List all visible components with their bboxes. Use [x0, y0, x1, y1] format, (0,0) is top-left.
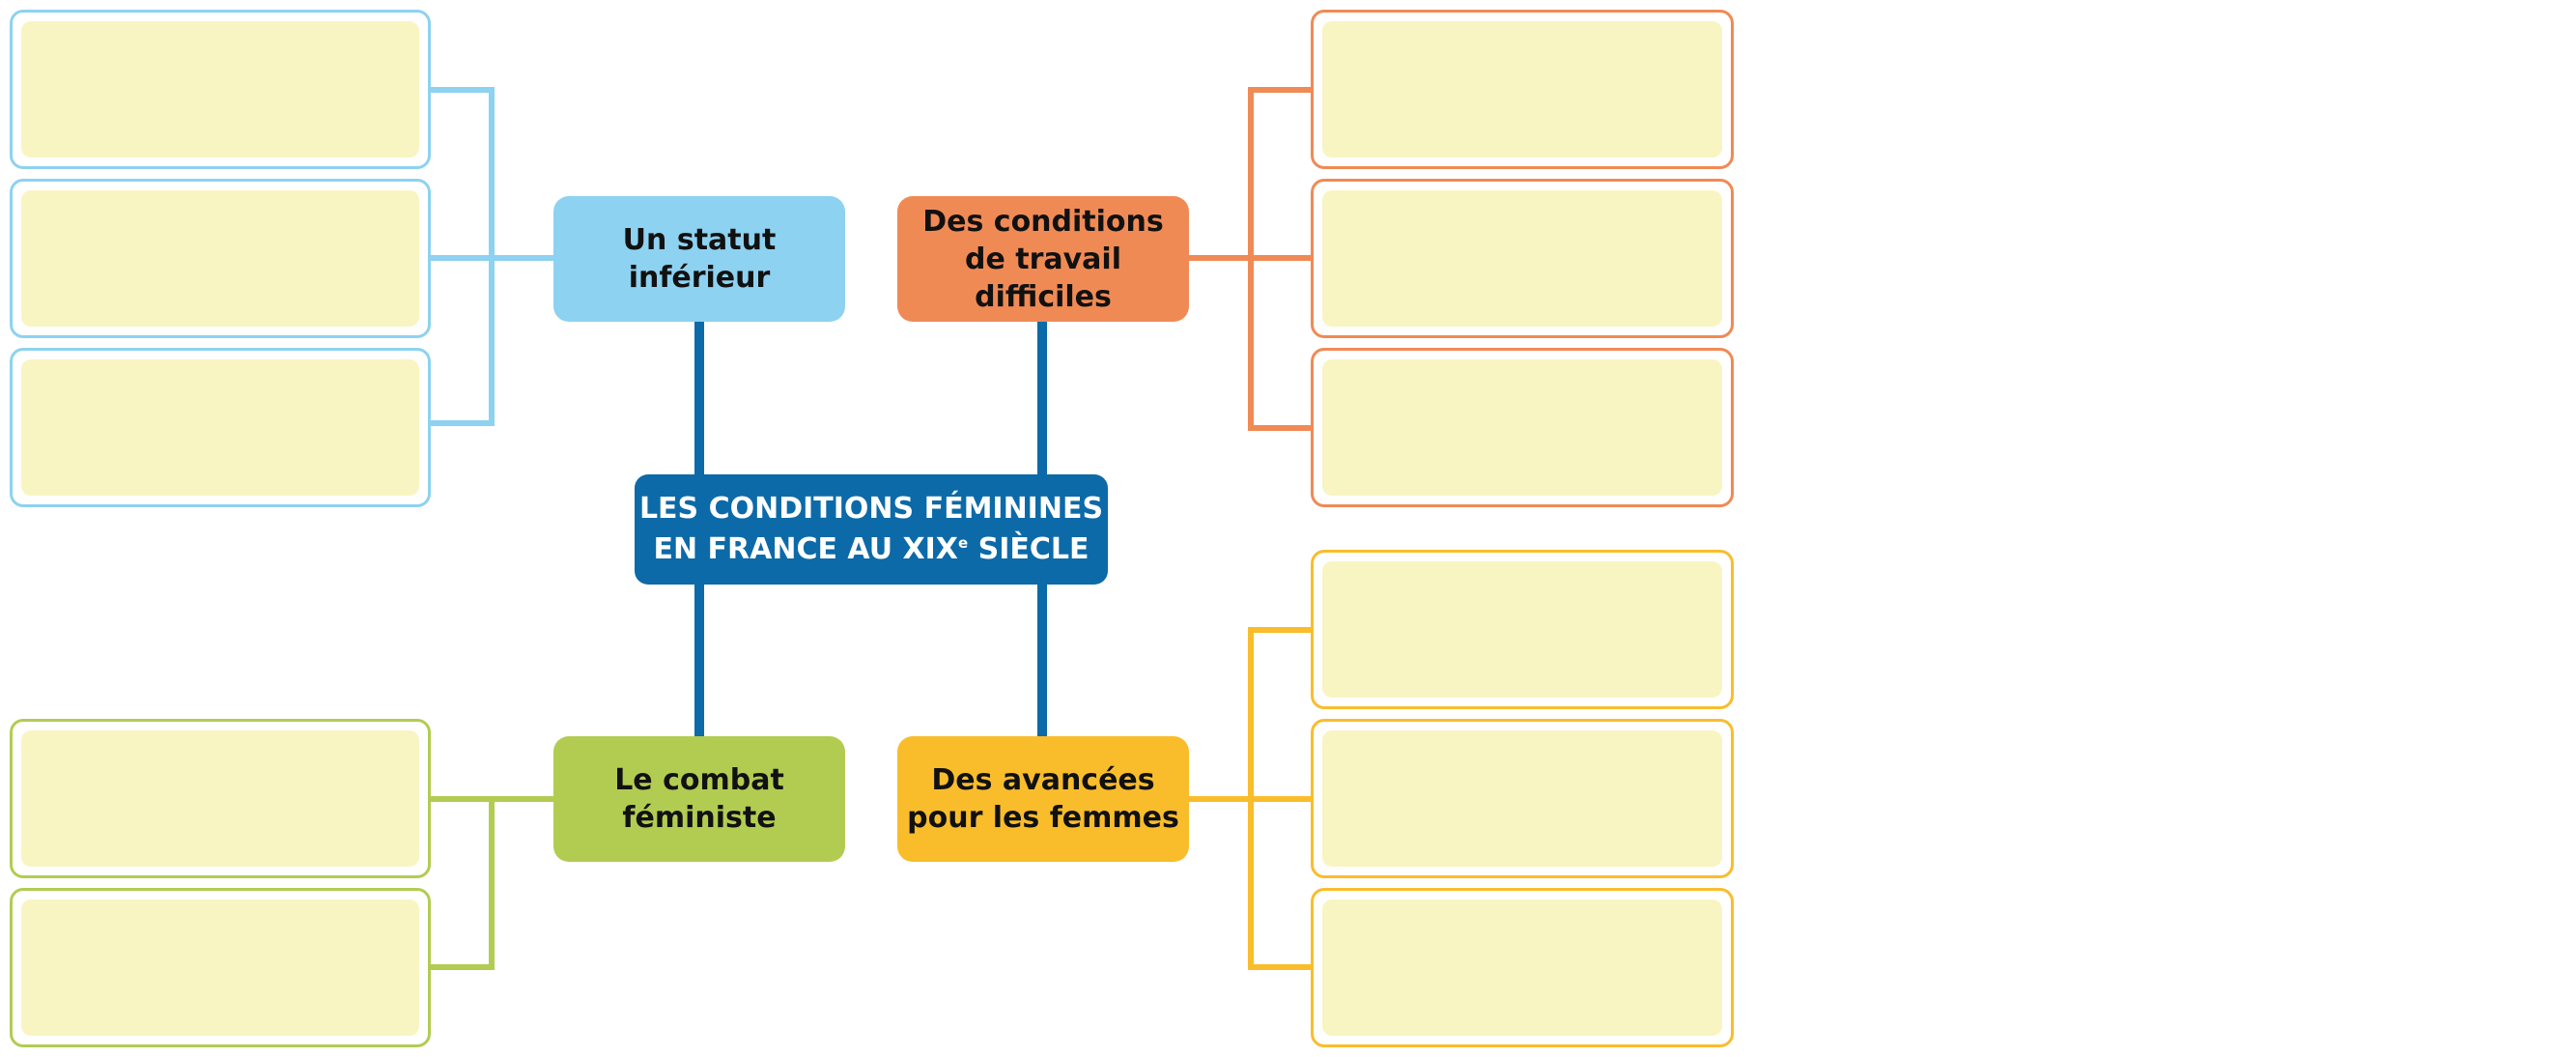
avancees-answer-box-2[interactable]	[1311, 719, 1734, 878]
combat-answer-box-1[interactable]	[10, 719, 431, 878]
node-statut-label: Un statut inférieur	[622, 223, 777, 295]
center-node: LES CONDITIONS FÉMININES EN FRANCE AU XI…	[635, 474, 1108, 585]
node-travail-label: Des conditions de travail difficiles	[922, 204, 1164, 314]
node-statut: Un statut inférieur	[553, 196, 845, 322]
avancees-answer-box-1[interactable]	[1311, 550, 1734, 709]
center-title-line1: LES CONDITIONS FÉMININES	[638, 492, 1104, 526]
statut-answer-box-2[interactable]	[10, 179, 431, 338]
avancees-answer-box-3[interactable]	[1311, 888, 1734, 1047]
center-title-line2: EN FRANCE AU XIXe SIÈCLE	[653, 532, 1090, 566]
node-avancees: Des avancées pour les femmes	[897, 736, 1189, 862]
node-combat: Le combat féministe	[553, 736, 845, 862]
travail-answer-box-2[interactable]	[1311, 179, 1734, 338]
node-combat-label: Le combat féministe	[614, 763, 784, 835]
node-travail: Des conditions de travail difficiles	[897, 196, 1189, 322]
travail-answer-box-3[interactable]	[1311, 348, 1734, 507]
statut-answer-box-3[interactable]	[10, 348, 431, 507]
combat-bracket	[429, 796, 495, 970]
node-avancees-label: Des avancées pour les femmes	[907, 763, 1179, 835]
travail-answer-box-1[interactable]	[1311, 10, 1734, 169]
statut-answer-box-1[interactable]	[10, 10, 431, 169]
combat-answer-box-2[interactable]	[10, 888, 431, 1047]
